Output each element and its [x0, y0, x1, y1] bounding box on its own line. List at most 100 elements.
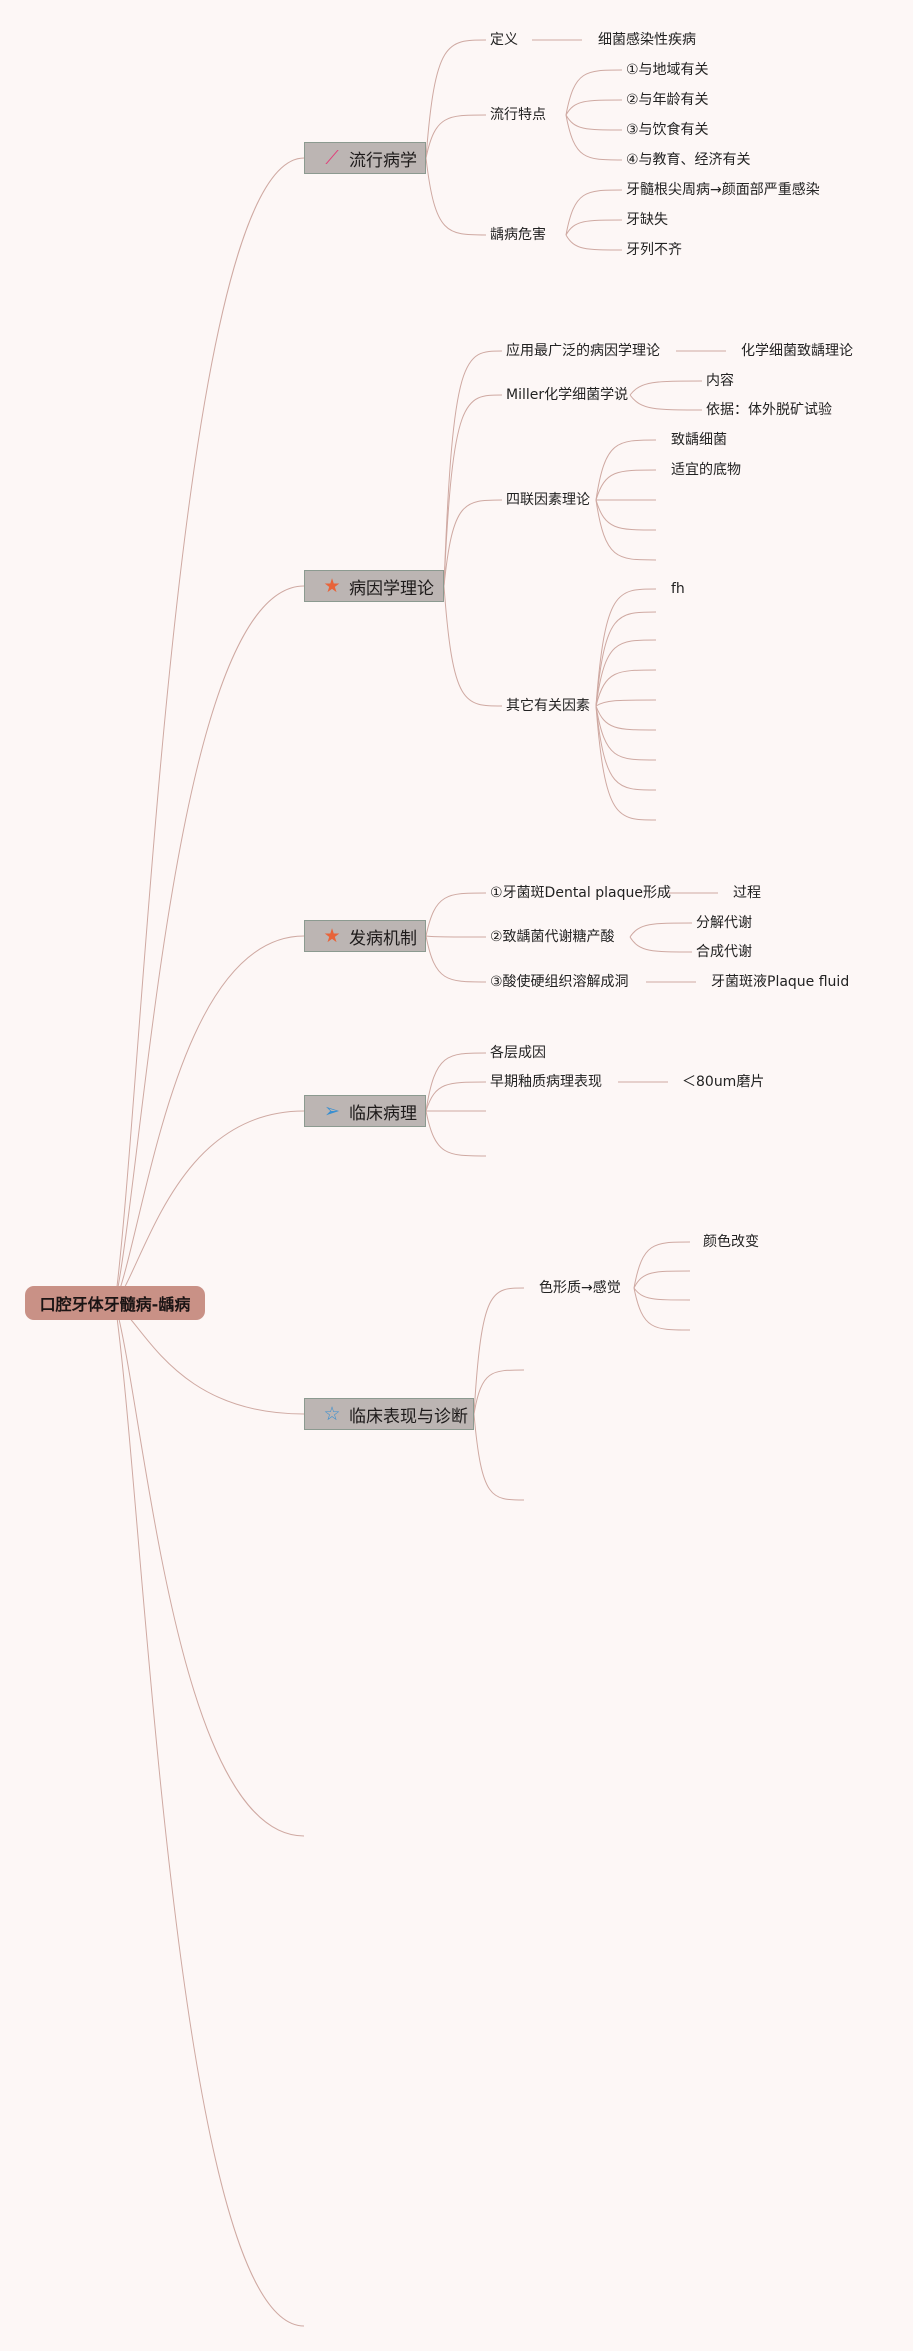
- node-color-texture[interactable]: 色形质→感觉: [539, 1280, 621, 1296]
- connector-line: [565, 69, 623, 116]
- send-icon: ➢: [324, 1099, 340, 1122]
- topic-epidemiology[interactable]: ⟋ 流行病学: [304, 142, 426, 174]
- connector-line: [473, 1413, 525, 1501]
- root-connector: [114, 1110, 305, 1304]
- node-color-change[interactable]: 颜色改变: [703, 1234, 759, 1250]
- node-catabolism[interactable]: 分解代谢: [696, 915, 752, 931]
- connector-line: [443, 394, 503, 587]
- topic-diagnosis-label: 临床表现与诊断: [349, 1406, 468, 1427]
- connector-line: [595, 611, 657, 707]
- connector-line: [629, 380, 703, 396]
- node-layer-causes[interactable]: 各层成因: [490, 1045, 546, 1061]
- connector-line: [595, 705, 657, 791]
- star-icon: ★: [323, 574, 341, 597]
- node-four-factor-bacteria[interactable]: 致龋细菌: [671, 432, 727, 448]
- connector-line: [595, 639, 657, 707]
- connector-line: [425, 114, 487, 159]
- node-plaque-fluid[interactable]: 牙菌斑液Plaque fluid: [711, 974, 850, 990]
- connector-line: [443, 350, 503, 587]
- connector-line: [595, 469, 657, 501]
- node-feature-3[interactable]: ③与饮食有关: [626, 122, 709, 138]
- node-miller-content[interactable]: 内容: [706, 373, 734, 389]
- node-plaque-formation[interactable]: ①牙菌斑Dental plaque形成: [490, 885, 671, 901]
- root-topic-label: 口腔牙体牙髓病-龋病: [39, 1295, 191, 1314]
- connector-line: [595, 499, 657, 561]
- root-connector: [114, 1302, 305, 2327]
- connector-line: [565, 219, 623, 236]
- root-connector: [114, 157, 305, 1304]
- topic-pathology-label: 临床病理: [349, 1103, 417, 1124]
- node-definition-value[interactable]: 细菌感染性疾病: [598, 32, 696, 48]
- connector-line: [425, 935, 487, 938]
- connector-line: [595, 699, 657, 707]
- connector-line: [595, 705, 657, 761]
- node-harm[interactable]: 龋病危害: [490, 227, 546, 243]
- connector-line: [565, 234, 623, 251]
- connector-line: [425, 39, 487, 159]
- connector-line: [629, 922, 693, 938]
- node-four-factor[interactable]: 四联因素理论: [506, 492, 590, 508]
- connector-line: [425, 1081, 487, 1112]
- connector-line: [595, 705, 657, 731]
- node-feature-4[interactable]: ④与教育、经济有关: [626, 152, 751, 168]
- star-icon: ★: [323, 924, 341, 947]
- node-harm-3[interactable]: 牙列不齐: [626, 242, 682, 258]
- connector-line: [629, 936, 693, 953]
- topic-etiology[interactable]: ★ 病因学理论: [304, 570, 444, 602]
- sparkle-icon: ⟋: [325, 146, 339, 169]
- node-anabolism[interactable]: 合成代谢: [696, 944, 752, 960]
- topic-diagnosis[interactable]: ☆ 临床表现与诊断: [304, 1398, 474, 1430]
- connector-line: [425, 892, 487, 937]
- topic-pathology[interactable]: ➢ 临床病理: [304, 1095, 426, 1127]
- connector-line: [425, 1052, 487, 1112]
- node-harm-2[interactable]: 牙缺失: [626, 212, 668, 228]
- node-miller[interactable]: Miller化学细菌学说: [506, 387, 629, 403]
- connector-line: [629, 394, 703, 411]
- node-widest-theory[interactable]: 应用最广泛的病因学理论: [506, 343, 660, 359]
- connector-line: [633, 1241, 691, 1289]
- connector-line: [595, 669, 657, 707]
- connector-line: [473, 1287, 525, 1415]
- connector-line: [443, 585, 503, 707]
- topic-etiology-label: 病因学理论: [349, 578, 434, 599]
- root-connector: [114, 935, 305, 1304]
- node-feature-2[interactable]: ②与年龄有关: [626, 92, 709, 108]
- node-features[interactable]: 流行特点: [490, 107, 546, 123]
- node-miller-evidence[interactable]: 依据：体外脱矿试验: [706, 402, 832, 418]
- node-early-enamel[interactable]: 早期釉质病理表现: [490, 1074, 602, 1090]
- connector-line: [425, 935, 487, 983]
- topic-mechanism[interactable]: ★ 发病机制: [304, 920, 426, 952]
- connector-line: [425, 1110, 487, 1157]
- connector-line: [473, 1369, 525, 1415]
- connector-line: [595, 705, 657, 821]
- connector-line: [565, 114, 623, 161]
- connector-line: [595, 588, 657, 707]
- connector-line: [565, 114, 623, 131]
- connector-line: [443, 499, 503, 587]
- connector-line: [633, 1287, 691, 1301]
- node-widest-theory-value[interactable]: 化学细菌致龋理论: [741, 343, 853, 359]
- connector-line: [595, 499, 657, 531]
- connector-line: [595, 439, 657, 501]
- connector-line: [565, 189, 623, 236]
- node-four-factor-substrate[interactable]: 适宜的底物: [671, 462, 741, 478]
- node-definition[interactable]: 定义: [490, 32, 518, 48]
- node-other-factors[interactable]: 其它有关因素: [506, 698, 590, 714]
- node-acid-production[interactable]: ②致龋菌代谢糖产酸: [490, 929, 615, 945]
- topic-epidemiology-label: 流行病学: [349, 150, 417, 171]
- connector-line: [425, 157, 487, 236]
- node-plaque-process[interactable]: 过程: [733, 885, 761, 901]
- root-connector: [114, 585, 305, 1304]
- node-harm-1[interactable]: 牙髓根尖周病→颜面部严重感染: [626, 182, 820, 198]
- root-topic[interactable]: 口腔牙体牙髓病-龋病: [25, 1286, 205, 1320]
- connector-line: [633, 1270, 691, 1289]
- node-dissolution[interactable]: ③酸使硬组织溶解成洞: [490, 974, 629, 990]
- root-connector: [114, 1302, 305, 1837]
- node-early-enamel-value[interactable]: ＜80um磨片: [682, 1074, 765, 1090]
- connector-line: [633, 1287, 691, 1331]
- node-feature-1[interactable]: ①与地域有关: [626, 62, 709, 78]
- node-other-factor-1[interactable]: fh: [671, 581, 685, 597]
- star-outline-icon: ☆: [323, 1402, 341, 1425]
